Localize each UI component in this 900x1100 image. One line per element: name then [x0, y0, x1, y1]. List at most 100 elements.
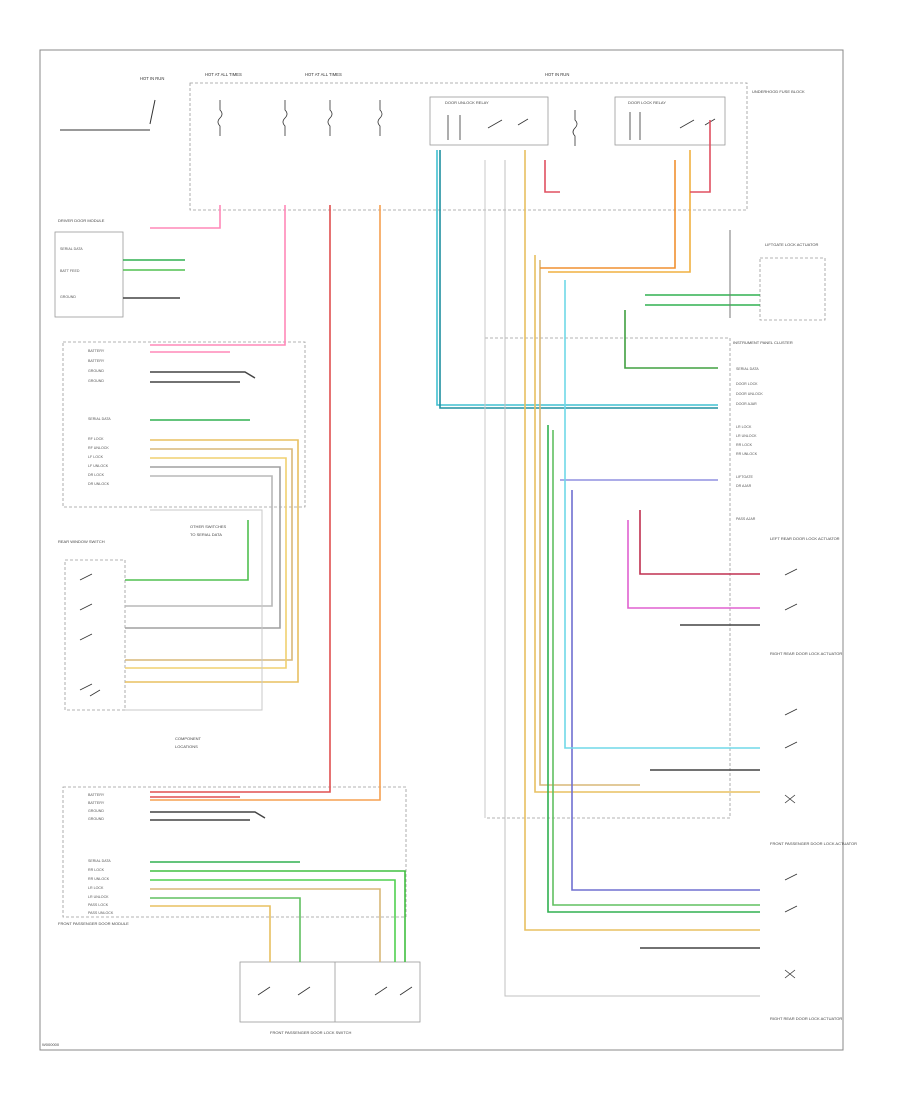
right-rear-bottom-label: RIGHT REAR DOOR LOCK ACTUATOR: [770, 1016, 842, 1021]
fuse-label-3: HOT AT ALL TIMES: [305, 72, 342, 77]
svg-text:LF LOCK: LF LOCK: [88, 455, 104, 459]
wire-yellow-2: [534, 255, 760, 793]
left-module-a: [62, 341, 306, 508]
svg-text:RF UNLOCK: RF UNLOCK: [88, 446, 109, 450]
wire-green-1: [547, 425, 760, 913]
svg-text:BATTERY: BATTERY: [88, 801, 105, 805]
driver-door-module-label: DRIVER DOOR MODULE: [58, 218, 105, 223]
svg-text:LR LOCK: LR LOCK: [736, 425, 752, 429]
relay-box-2: [614, 96, 726, 146]
wire-yellow-1: [524, 150, 760, 931]
wire-cyan-1: [436, 150, 718, 406]
wire-green-13: [150, 897, 301, 962]
wire-green-9: [125, 520, 249, 581]
right-switches: [784, 568, 798, 979]
wire-teal-1: [439, 150, 718, 409]
svg-text:BATTERY: BATTERY: [88, 359, 105, 363]
left-rear-lock-label: LEFT REAR DOOR LOCK ACTUATOR: [770, 536, 840, 541]
svg-text:LIFTGATE: LIFTGATE: [736, 475, 754, 479]
note-3: COMPONENT: [175, 736, 202, 741]
front-passenger-switch-label: FRONT PASSENGER DOOR LOCK SWITCH: [270, 1030, 352, 1035]
ground-wires: [60, 99, 760, 997]
svg-text:SERIAL DATA: SERIAL DATA: [88, 859, 111, 863]
svg-text:GROUND: GROUND: [88, 379, 104, 383]
svg-text:BATTERY: BATTERY: [88, 349, 105, 353]
svg-text:PASS UNLOCK: PASS UNLOCK: [88, 911, 114, 915]
underhood-label: UNDERHOOD FUSE BLOCK: [752, 89, 805, 94]
wire-grey-1: [125, 466, 281, 629]
svg-text:DOOR UNLOCK: DOOR UNLOCK: [736, 392, 763, 396]
wire-green-12: [150, 879, 396, 962]
liftgate-label: LIFTGATE LOCK ACTUATOR: [765, 242, 818, 247]
wire-red-2: [690, 120, 711, 193]
svg-text:DOOR AJAR: DOOR AJAR: [736, 402, 757, 406]
fuse-symbols: [217, 100, 578, 146]
wire-tan-2: [125, 448, 293, 661]
wire-cyan-2: [564, 280, 760, 749]
svg-text:LF UNLOCK: LF UNLOCK: [88, 464, 109, 468]
passenger-lock-label: FRONT PASSENGER DOOR LOCK ACTUATOR: [770, 841, 857, 846]
wire-crimson-1: [639, 510, 760, 575]
note-4: LOCATIONS: [175, 744, 198, 749]
right-rear-lock-label: RIGHT REAR DOOR LOCK ACTUATOR: [770, 651, 842, 656]
relay-label-2: DOOR LOCK RELAY: [628, 100, 666, 105]
wire-yellow-3: [548, 150, 691, 273]
wire-green-11: [150, 870, 406, 962]
wire-yellow-4: [125, 439, 299, 683]
wire-green-2: [552, 430, 760, 906]
left-module-b-pins: BATTERY BATTERY GROUND GROUND SERIAL DAT…: [88, 793, 114, 915]
wire-red-3: [544, 160, 560, 193]
rear-window-switch-label: REAR WINDOW SWITCH: [58, 539, 105, 544]
fuse-block-top: [189, 82, 748, 211]
passenger-module-label: FRONT PASSENGER DOOR MODULE: [58, 921, 129, 926]
svg-text:SERIAL DATA: SERIAL DATA: [60, 247, 83, 251]
wire-magenta-1: [627, 520, 760, 609]
wire-pink-1: [150, 205, 286, 346]
rear-window-switch-box: [64, 559, 126, 711]
svg-text:SERIAL DATA: SERIAL DATA: [88, 417, 111, 421]
driver-door-module-box: [54, 231, 124, 318]
wire-grey-2: [125, 475, 273, 607]
fuse-label-4: HOT IN RUN: [545, 72, 569, 77]
svg-text:RR LOCK: RR LOCK: [88, 868, 105, 872]
wire-purple-1: [571, 490, 760, 891]
svg-text:GROUND: GROUND: [60, 295, 76, 299]
svg-text:DR LOCK: DR LOCK: [88, 473, 105, 477]
ipc-label: INSTRUMENT PANEL CLUSTER: [733, 340, 793, 345]
front-passenger-switch-box: [239, 961, 421, 1023]
svg-text:DR UNLOCK: DR UNLOCK: [88, 482, 110, 486]
wire-pink-2: [150, 205, 221, 229]
svg-text:GROUND: GROUND: [88, 809, 104, 813]
diagram-frame: [39, 49, 844, 1051]
ipc-box: [484, 337, 731, 819]
ipc-pins: SERIAL DATA DOOR LOCK DOOR UNLOCK DOOR A…: [736, 367, 763, 521]
svg-text:DR AJAR: DR AJAR: [736, 484, 752, 488]
svg-text:LR LOCK: LR LOCK: [88, 886, 104, 890]
wire-orange-1: [150, 205, 381, 801]
left-module-a-pins: BATTERY BATTERY GROUND GROUND SERIAL DAT…: [88, 349, 111, 486]
svg-text:RR UNLOCK: RR UNLOCK: [88, 877, 110, 881]
wire-green-3: [624, 310, 718, 369]
wire-tan-3: [150, 888, 381, 962]
wires: [123, 120, 760, 962]
liftgate-box: [759, 257, 826, 321]
svg-text:DOOR LOCK: DOOR LOCK: [736, 382, 758, 386]
svg-text:RR UNLOCK: RR UNLOCK: [736, 452, 758, 456]
wire-red-1: [150, 205, 331, 793]
svg-text:BATTERY: BATTERY: [88, 793, 105, 797]
svg-text:LR UNLOCK: LR UNLOCK: [736, 434, 757, 438]
left-module-b: [62, 786, 407, 918]
wire-yellow-5: [125, 457, 287, 669]
svg-text:PASS AJAR: PASS AJAR: [736, 517, 756, 521]
relay-label-1: DOOR UNLOCK RELAY: [445, 100, 489, 105]
svg-text:BATT FEED: BATT FEED: [60, 269, 80, 273]
footer-code: W000000: [42, 1042, 60, 1047]
svg-text:RF LOCK: RF LOCK: [88, 437, 104, 441]
svg-text:GROUND: GROUND: [88, 817, 104, 821]
svg-text:PASS LOCK: PASS LOCK: [88, 903, 109, 907]
wire-orange-2: [540, 160, 676, 269]
wire-yellow-6: [150, 905, 271, 962]
relay-box-1: [429, 96, 549, 146]
note-2: TO SERIAL DATA: [190, 532, 222, 537]
